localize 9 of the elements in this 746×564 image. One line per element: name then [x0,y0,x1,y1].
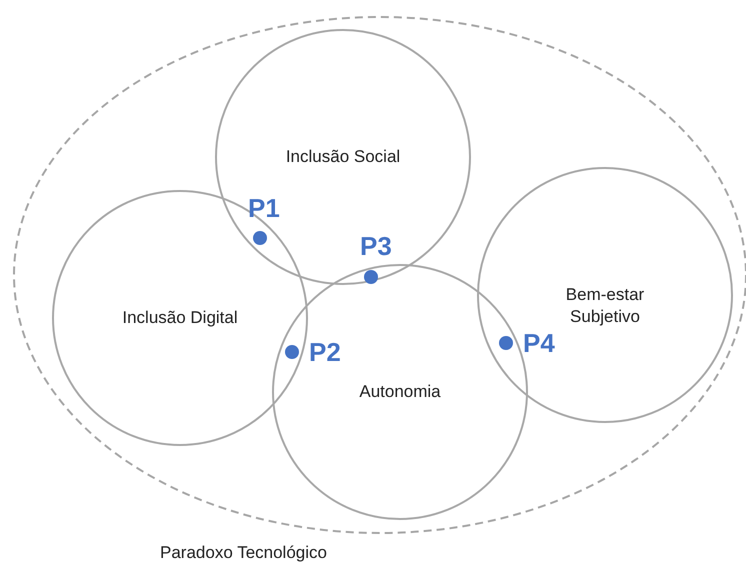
point-label: P4 [523,329,555,357]
circle-label: Autonomia [358,381,442,403]
circle-label: Bem-estar Subjetivo [564,284,646,328]
point-label: P3 [360,232,392,260]
circle-label: Inclusão Digital [121,307,239,329]
diagram-label: Paradoxo Tecnológico [160,542,327,564]
point-label: P2 [309,338,341,366]
circle-label: Inclusão Social [284,146,402,168]
point-label: P1 [248,194,280,222]
